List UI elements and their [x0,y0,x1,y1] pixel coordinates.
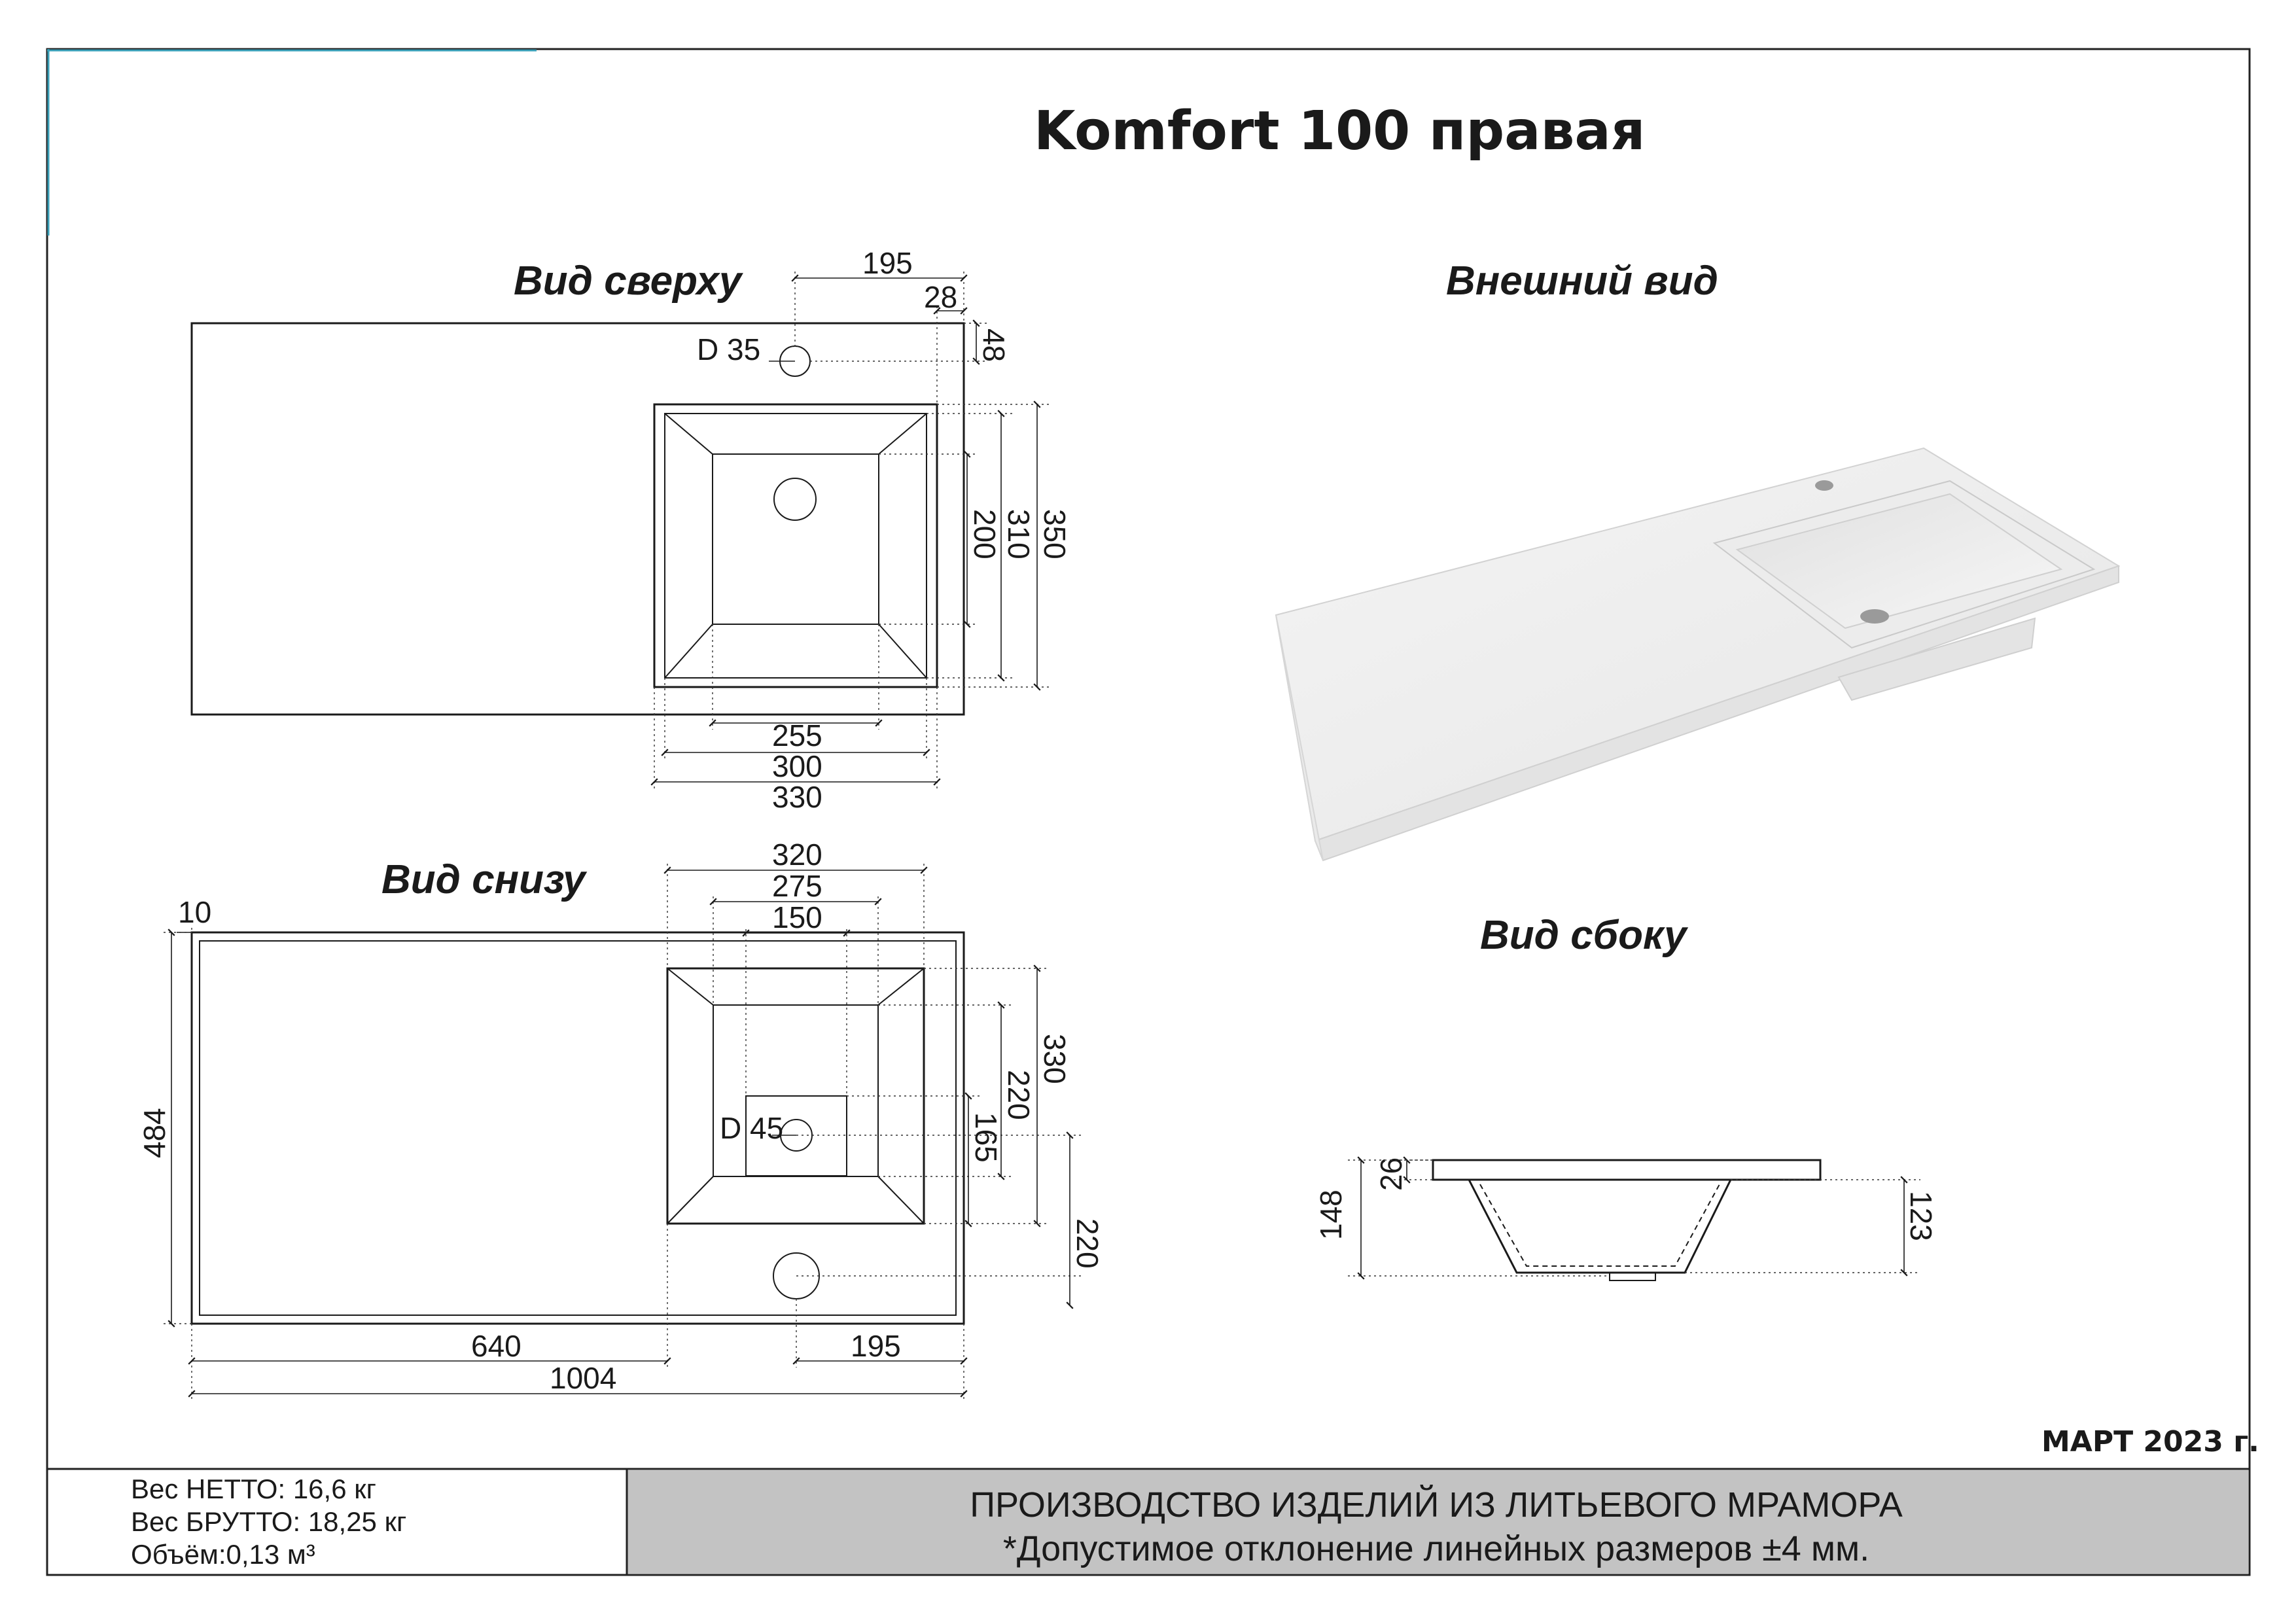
production-note: ПРОИЗВОДСТВО ИЗДЕЛИЙ ИЗ ЛИТЬЕВОГО МРАМОР… [970,1485,1903,1525]
side-view: Вид сбоку 26 148 123 [1314,913,1938,1281]
dim-top-255: 255 [772,718,822,752]
dim-bottom-165: 165 [969,1112,1003,1163]
dim-top-350: 350 [1038,509,1072,559]
dim-bottom-195: 195 [851,1329,901,1363]
bottom-view-bowl-outer [666,967,925,1225]
dim-bottom-10: 10 [178,895,211,929]
dim-top-hole: D 35 [697,332,760,366]
dim-side-26: 26 [1374,1157,1408,1191]
dim-top-310: 310 [1002,509,1036,559]
side-view-title: Вид сбоку [1480,913,1689,958]
exterior-bowl-underside [1837,617,2036,701]
drawing-date: МАРТ 2023 г. [2041,1425,2259,1458]
bottom-view: Вид снизу D 45 320 275 150 10 484 [137,838,1104,1400]
page-title: Komfort 100 правая [1034,100,1645,162]
dim-top-300: 300 [772,749,822,783]
dim-bottom-484: 484 [137,1108,171,1158]
tolerance-note: *Допустимое отклонение линейных размеров… [1003,1529,1869,1568]
exterior-drain [1860,609,1889,624]
top-view-bowl-outer [653,403,938,688]
side-view-slab [1432,1159,1822,1181]
dim-bottom-330: 330 [1038,1034,1072,1084]
exterior-bowl-inside [1735,493,2063,629]
top-view-drain [773,478,817,521]
title-block-band [627,1470,2248,1574]
dim-bottom-640: 640 [471,1329,521,1363]
dim-bottom-320: 320 [772,838,822,872]
net-weight: Вес НЕТТО: 16,6 кг [131,1474,376,1504]
dim-side-148: 148 [1314,1190,1348,1240]
bottom-view-title: Вид снизу [381,857,588,902]
gross-weight: Вес БРУТТО: 18,25 кг [131,1506,406,1537]
dim-top-200: 200 [968,509,1002,559]
top-view-title: Вид сверху [514,258,744,304]
dim-bottom-220a: 220 [1002,1070,1036,1120]
dim-side-123: 123 [1904,1191,1938,1241]
bottom-view-outline [190,931,965,1325]
exterior-tap-hole [1815,480,1833,491]
dim-top-48: 48 [977,328,1011,362]
sheet-frame [46,48,2251,1576]
bottom-view-drain-pad [745,1095,847,1176]
dim-top-195: 195 [862,246,913,280]
dim-bottom-150: 150 [772,900,822,934]
bottom-view-inner-rim [199,940,957,1316]
volume: Объём:0,13 м³ [131,1539,315,1570]
dim-bottom-hole: D 45 [720,1111,783,1145]
side-view-drain-pad [1609,1272,1656,1281]
title-block: Вес НЕТТО: 16,6 кг Вес БРУТТО: 18,25 кг … [47,1468,2250,1575]
dim-bottom-1004: 1004 [550,1361,616,1395]
top-view-bowl-bottom [712,453,879,625]
top-view-outline [190,322,965,716]
exterior-view: Внешний вид [1275,258,2121,862]
dim-top-330: 330 [772,780,822,814]
top-view: Вид сверху 195 28 D 35 48 [190,246,1072,814]
side-view-bowl [1468,1179,1732,1274]
countertop-left-edge [1275,614,1324,861]
top-view-bowl-rim [664,413,927,679]
dim-top-28: 28 [924,280,957,314]
dim-bottom-220b: 220 [1070,1218,1104,1269]
dim-bottom-275: 275 [772,869,822,903]
exterior-view-title: Внешний вид [1446,258,1718,304]
